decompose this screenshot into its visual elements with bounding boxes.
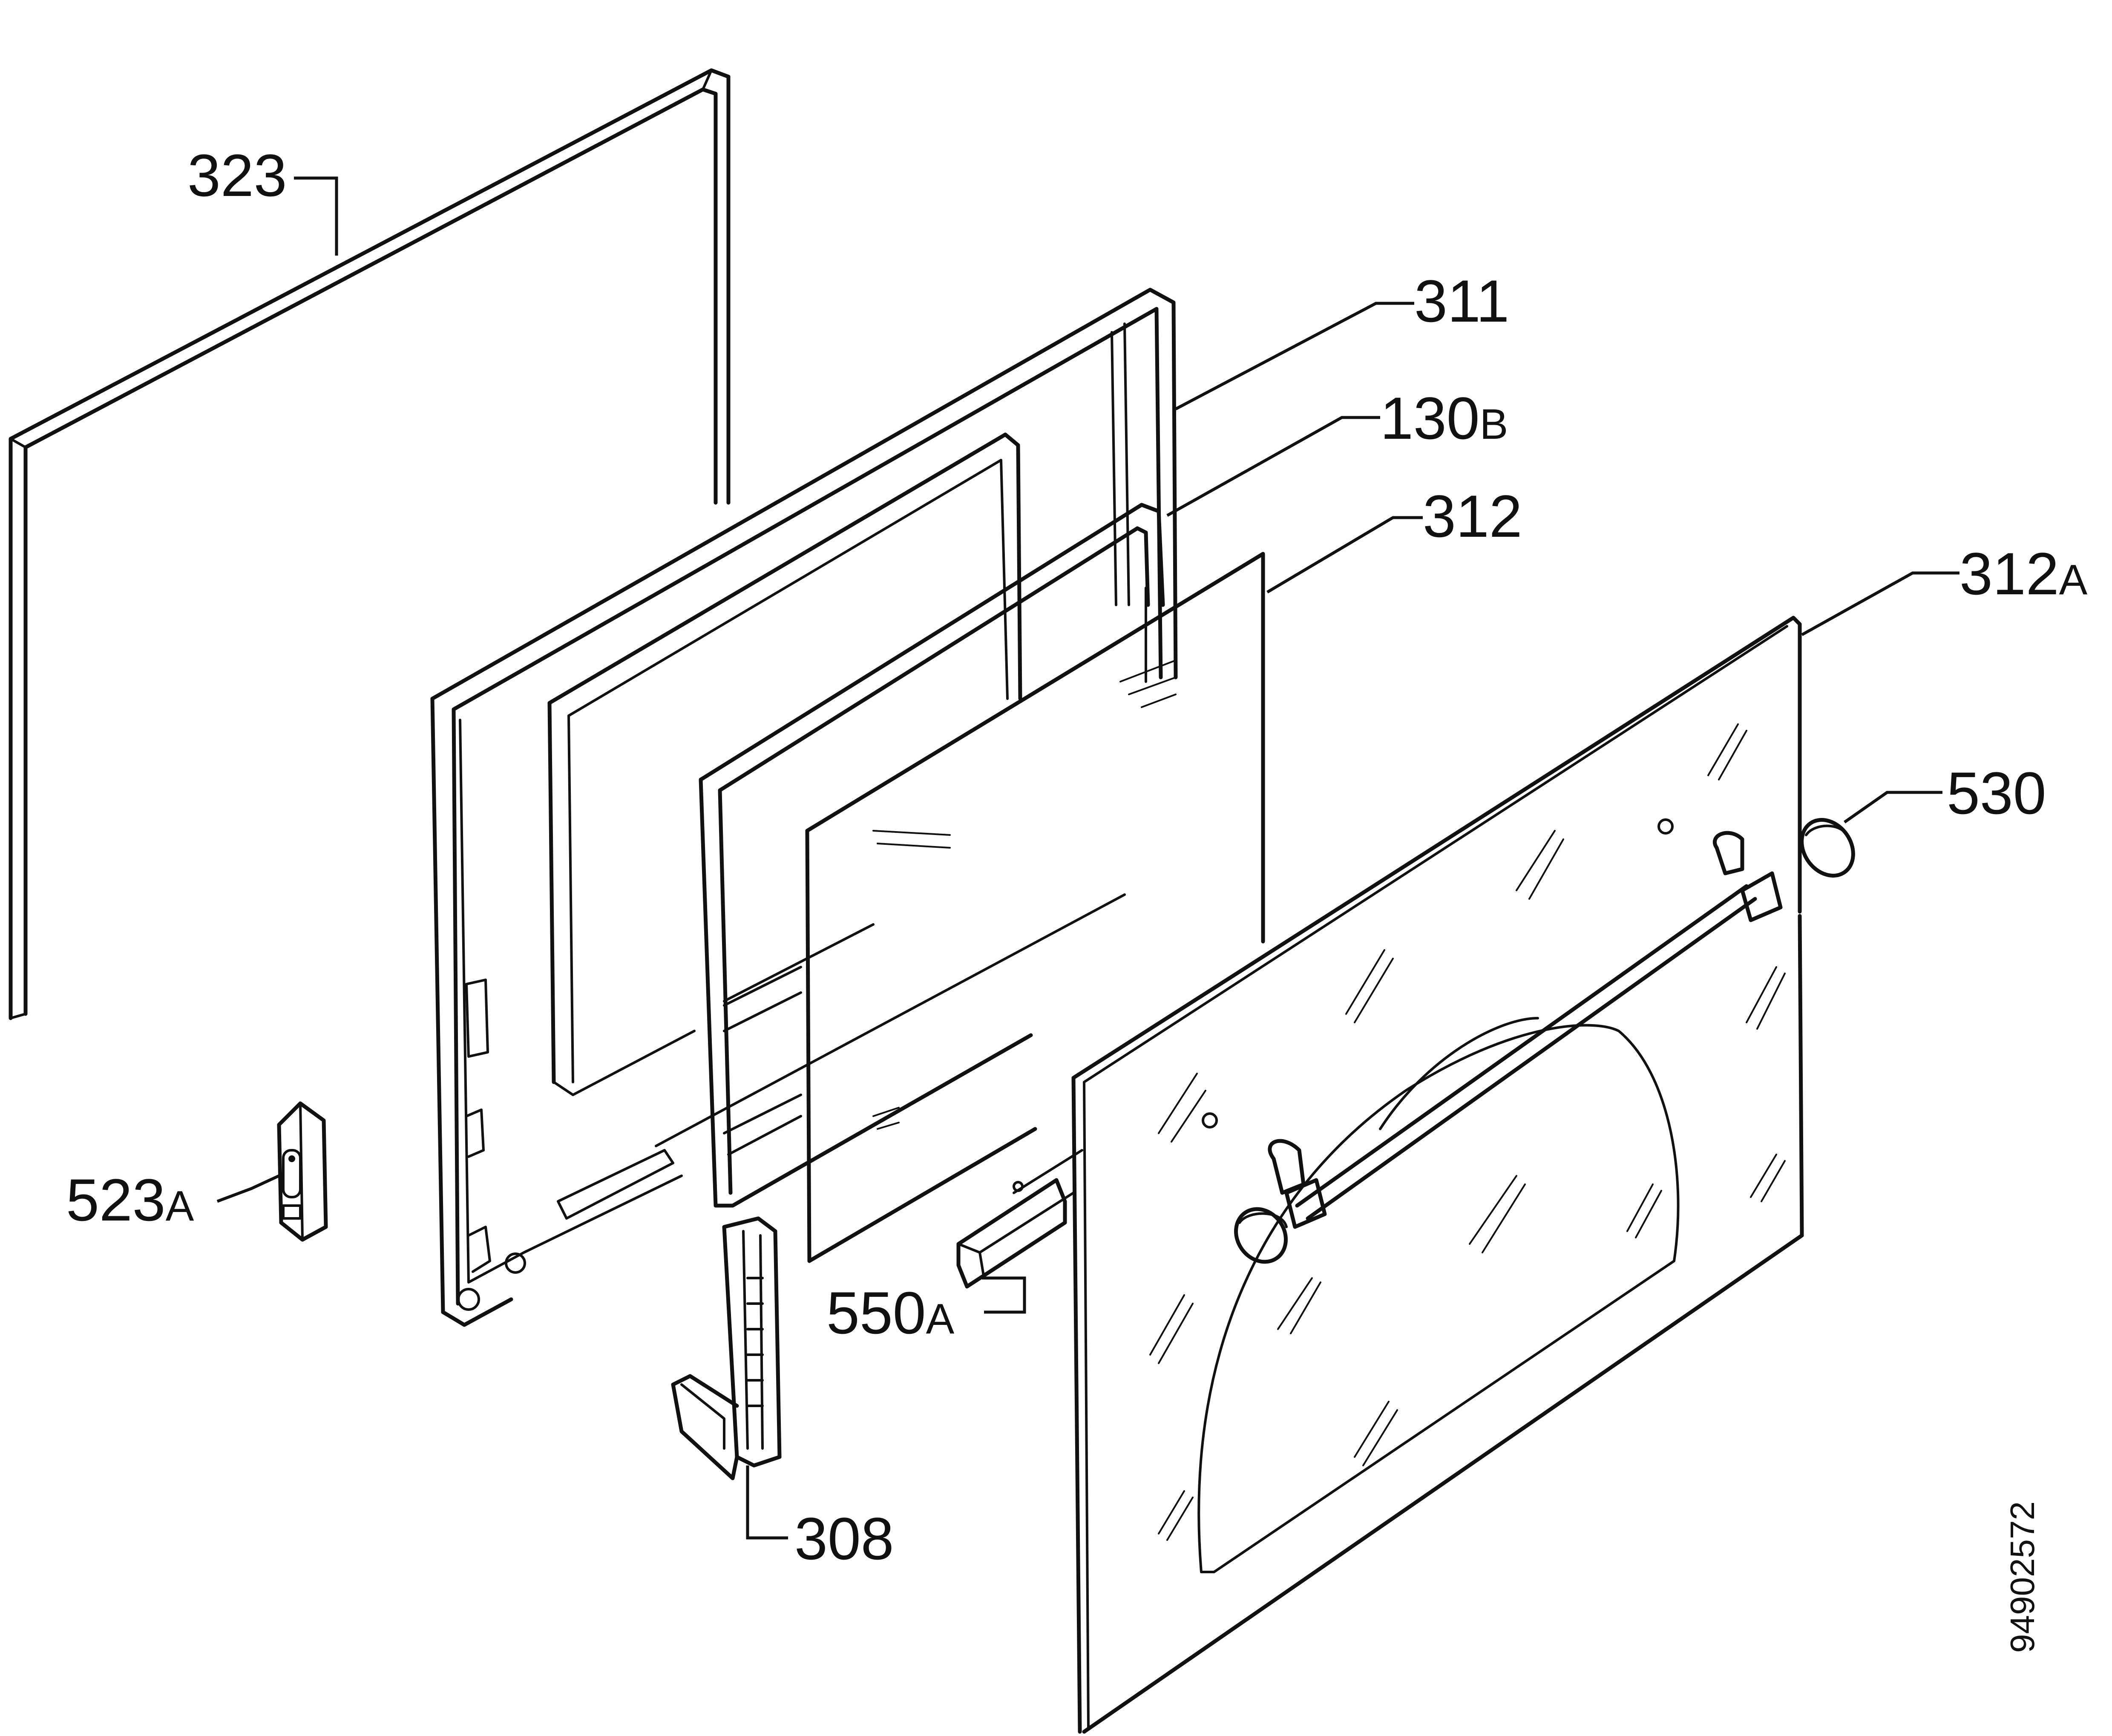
callout-312a-number: 312 (1959, 540, 2059, 607)
leader-lines (216, 176, 1959, 1540)
callout-550a-suffix: A (926, 1295, 955, 1343)
callout-550a-number: 550 (826, 1279, 926, 1346)
callout-530: 530 (1947, 760, 2046, 826)
door-seal-gasket (9, 68, 731, 1020)
document-number: 94902572 (2003, 1501, 2041, 1653)
callout-523a-suffix: A (166, 1182, 194, 1230)
inner-glass-panel (805, 552, 1265, 1263)
callout-311: 311 (1414, 268, 1509, 334)
callout-323: 323 (187, 142, 287, 209)
callout-550a: 550A (826, 1279, 955, 1346)
glass-rail-bracket (956, 1149, 1083, 1289)
callout-130b-number: 130 (1380, 385, 1480, 452)
inner-door-frame (430, 288, 1178, 1327)
glass-gasket (699, 503, 1165, 1208)
callout-312: 312 (1423, 483, 1522, 550)
callout-312a: 312A (1959, 540, 2088, 607)
callout-130b-suffix: B (1480, 400, 1508, 448)
door-hinge (671, 1216, 782, 1480)
door-handle (1234, 818, 1855, 1264)
callout-312a-suffix: A (2059, 556, 2088, 604)
callout-308: 308 (794, 1505, 894, 1572)
callout-523a-number: 523 (66, 1166, 166, 1233)
outer-door-glass (1071, 616, 1804, 1734)
callout-523a: 523A (66, 1166, 194, 1233)
latch-striker (277, 1101, 328, 1242)
callout-130b: 130B (1380, 385, 1508, 452)
